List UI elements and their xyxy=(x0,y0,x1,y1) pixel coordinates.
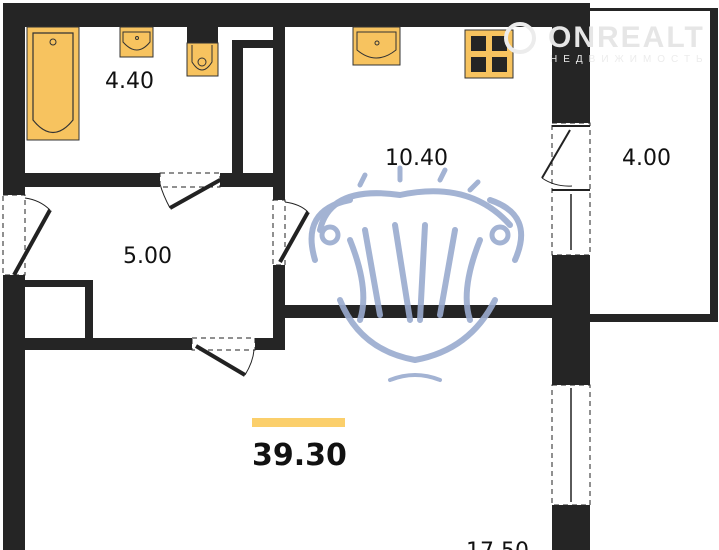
room-area-bathroom: 4.40 xyxy=(105,69,154,94)
bathtub-icon xyxy=(26,26,80,141)
room-area-living-room: 17.50 xyxy=(466,539,529,550)
svg-text:НЕДВИЖИМОСТЬ: НЕДВИЖИМОСТЬ xyxy=(550,54,709,65)
kitchen-sink-icon xyxy=(352,26,401,66)
onrealt-watermark: ONREALT НЕДВИЖИМОСТЬ xyxy=(504,21,709,65)
svg-text:ONREALT: ONREALT xyxy=(548,21,705,54)
room-area-balcony: 4.00 xyxy=(622,146,671,171)
monogram-watermark xyxy=(308,165,525,382)
toilet-icon xyxy=(186,27,219,77)
room-area-hallway: 5.00 xyxy=(123,244,172,269)
total-area-bar xyxy=(252,418,345,427)
doors xyxy=(2,122,591,506)
walls xyxy=(3,3,718,550)
washbasin-icon xyxy=(119,26,154,58)
room-area-kitchen: 10.40 xyxy=(385,146,448,171)
total-area: 39.30 xyxy=(252,438,347,473)
